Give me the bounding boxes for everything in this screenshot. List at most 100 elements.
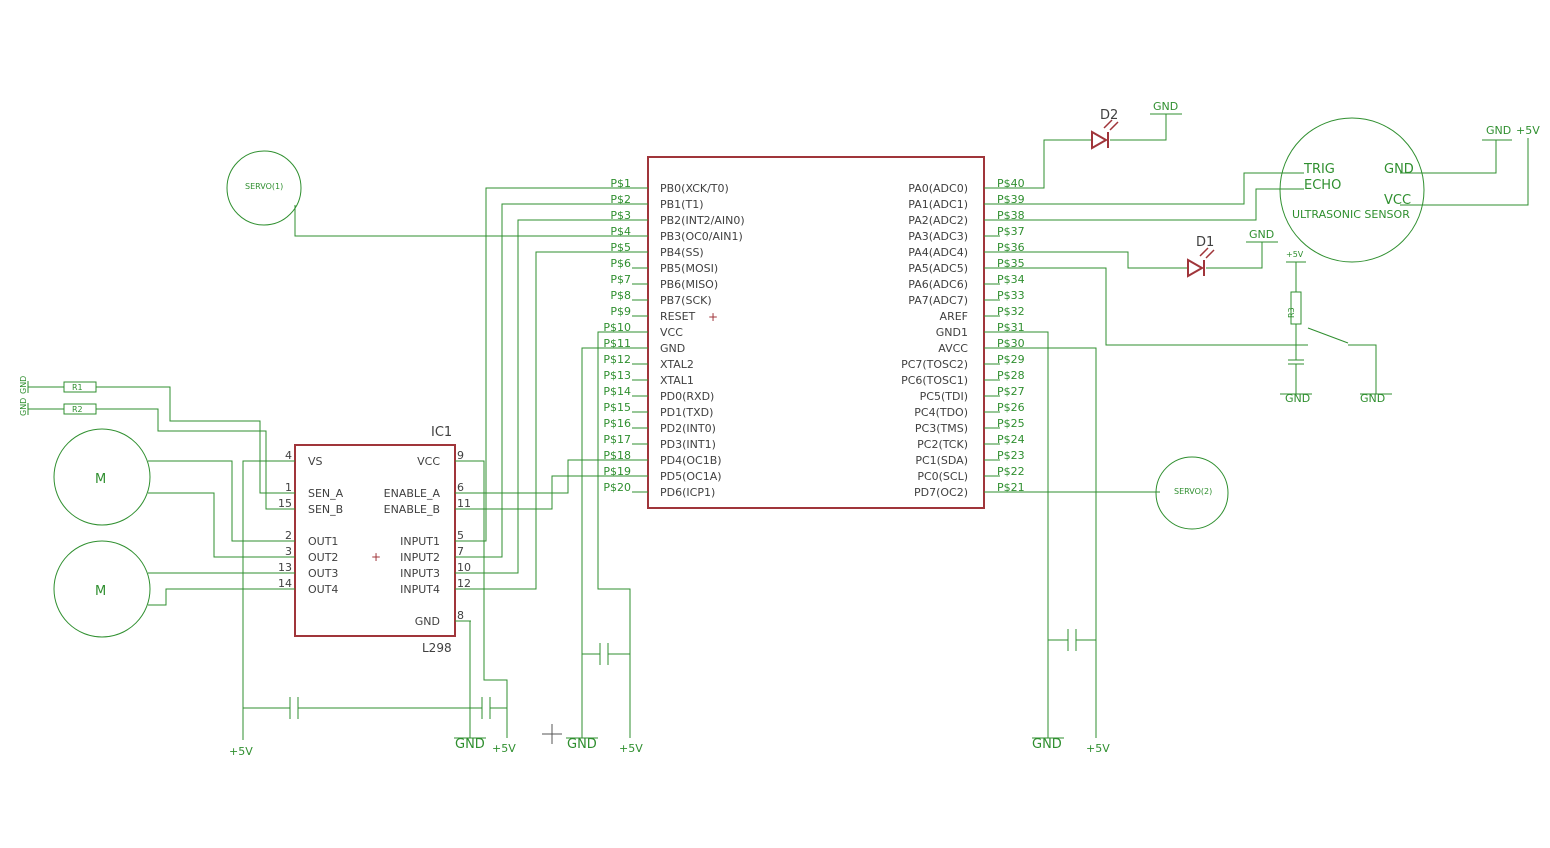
wires-mcu-power-right <box>984 331 1097 739</box>
mcu-pin-name: PD3(INT1) <box>660 438 716 451</box>
mcu-pin-name: XTAL1 <box>660 374 694 387</box>
power-labels: +5V GND +5V GND +5V GND +5V <box>229 737 1110 758</box>
driver-pin-name: SEN_A <box>308 487 344 500</box>
mcu-pin-name: PC2(TCK) <box>917 438 968 451</box>
gnd-label-r2: GND <box>19 398 28 416</box>
mcu-pin-number: P$34 <box>997 273 1025 286</box>
ultrasonic-sensor: TRIG ECHO GND VCC ULTRASONIC SENSOR GND … <box>984 117 1540 263</box>
motor-2-label: M <box>95 584 106 599</box>
mcu-pin-name: GND <box>660 342 685 355</box>
mcu-pin-number: P$21 <box>997 481 1025 494</box>
gnd-label-button-left: GND <box>1285 392 1310 405</box>
mcu-pin-name: PC5(TDI) <box>920 390 968 403</box>
mcu-pin-number: P$3 <box>610 209 631 222</box>
driver-origin-marker: + <box>371 550 381 564</box>
plus5v-label-4: +5V <box>1086 742 1110 755</box>
driver-pin-name: INPUT4 <box>400 583 440 596</box>
driver-pin-name: VCC <box>417 455 440 468</box>
mcu-pin-name: PB1(T1) <box>660 198 703 211</box>
mcu-pin-name: PC3(TMS) <box>915 422 968 435</box>
gnd-label-right: GND <box>1032 737 1062 752</box>
mcu-pin-number: P$10 <box>603 321 631 334</box>
driver-pin-name: ENABLE_A <box>384 487 441 500</box>
mcu-pin-number: P$35 <box>997 257 1025 270</box>
driver-pin-name: INPUT1 <box>400 535 440 548</box>
driver-pin-number: 12 <box>457 577 471 590</box>
r3-label: R3 <box>1287 307 1296 318</box>
mcu-pin-name: PD5(OC1A) <box>660 470 722 483</box>
r1-label: R1 <box>72 383 83 392</box>
gnd-label-d1: GND <box>1249 228 1274 241</box>
servo-2: SERVO(2) <box>984 456 1229 530</box>
mcu-pin-number: P$13 <box>603 369 631 382</box>
driver-pin-number: 13 <box>278 561 292 574</box>
mcu-pin-name: PD6(ICP1) <box>660 486 715 499</box>
led-d1: D1 GND <box>984 228 1278 278</box>
mcu-pin-name: GND1 <box>936 326 968 339</box>
driver-pin-name: SEN_B <box>308 503 343 516</box>
gnd-label-mcu: GND <box>567 737 597 752</box>
mcu-pin-name: PD4(OC1B) <box>660 454 722 467</box>
mcu-pin-name: PC0(SCL) <box>917 470 968 483</box>
driver-pin-number: 5 <box>457 529 464 542</box>
mcu-pin-number: P$36 <box>997 241 1025 254</box>
mcu-pin-number: P$32 <box>997 305 1025 318</box>
driver-pin-number: 9 <box>457 449 464 462</box>
mcu-pin-name: PD2(INT0) <box>660 422 716 435</box>
motor-2: M <box>53 540 295 638</box>
driver-pin-number: 11 <box>457 497 471 510</box>
gnd-label-driver: GND <box>455 737 485 752</box>
driver-pin-number: 14 <box>278 577 292 590</box>
mcu-pin-name: PA2(ADC2) <box>908 214 968 227</box>
plus5v-label-1: +5V <box>229 745 253 758</box>
driver-pin-number: 2 <box>285 529 292 542</box>
mcu-pin-number: P$25 <box>997 417 1025 430</box>
wires-mcu-driver <box>294 187 632 590</box>
mcu-pin-number: P$17 <box>603 433 631 446</box>
r2-label: R2 <box>72 405 83 414</box>
mcu-pin-number: P$37 <box>997 225 1025 238</box>
mcu-pin-name: PC7(TOSC2) <box>901 358 968 371</box>
mcu-pin-name: PD1(TXD) <box>660 406 713 419</box>
reset-marker: + <box>708 310 718 324</box>
mcu-pin-name: PB3(OC0/AIN1) <box>660 230 743 243</box>
mcu-pin-number: P$33 <box>997 289 1025 302</box>
mcu-pin-number: P$39 <box>997 193 1025 206</box>
mcu-pin-number: P$8 <box>610 289 631 302</box>
mcu-pin-number: P$26 <box>997 401 1025 414</box>
mcu-pin-number: P$16 <box>603 417 631 430</box>
driver-pin-number: 1 <box>285 481 292 494</box>
servo-1-label: SERVO(1) <box>245 182 283 191</box>
driver-pin-name: OUT4 <box>308 583 338 596</box>
d2-label: D2 <box>1100 108 1118 123</box>
driver-pin-name: OUT2 <box>308 551 338 564</box>
driver-pin-number: 3 <box>285 545 292 558</box>
mcu-right-pins: P$40PA0(ADC0)P$39PA1(ADC1)P$38PA2(ADC2)P… <box>901 177 1025 499</box>
mcu-pin-name: PB0(XCK/T0) <box>660 182 729 195</box>
servo-2-label: SERVO(2) <box>1174 487 1212 496</box>
mcu-pin-name: XTAL2 <box>660 358 694 371</box>
mcu-pin-name: PA4(ADC4) <box>908 246 968 259</box>
mcu-pin-name: VCC <box>660 326 683 339</box>
driver-value: L298 <box>422 641 452 655</box>
driver-pin-name: ENABLE_B <box>384 503 440 516</box>
gnd-label-r1: GND <box>19 376 28 394</box>
driver-pin-number: 7 <box>457 545 464 558</box>
motor-1-label: M <box>95 472 106 487</box>
mcu-pin-number: P$11 <box>603 337 631 350</box>
wires-driver-power <box>242 460 508 740</box>
mcu-pin-name: PB2(INT2/AIN0) <box>660 214 745 227</box>
mcu-pin-name: RESET <box>660 310 696 323</box>
gnd-label-button-right: GND <box>1360 392 1385 405</box>
servo-1: SERVO(1) <box>226 150 302 226</box>
mcu-pin-name: PA6(ADC6) <box>908 278 968 291</box>
driver-pin-number: 10 <box>457 561 471 574</box>
mcu-pin-name: PA5(ADC5) <box>908 262 968 275</box>
mcu-pin-number: P$14 <box>603 385 631 398</box>
mcu-pin-name: PB5(MOSI) <box>660 262 718 275</box>
reset-button: +5V R3 GND GND <box>984 250 1392 405</box>
driver-right-pins: 9VCC6ENABLE_A11ENABLE_B5INPUT17INPUT210I… <box>384 449 471 628</box>
mcu-pin-name: PB6(MISO) <box>660 278 718 291</box>
